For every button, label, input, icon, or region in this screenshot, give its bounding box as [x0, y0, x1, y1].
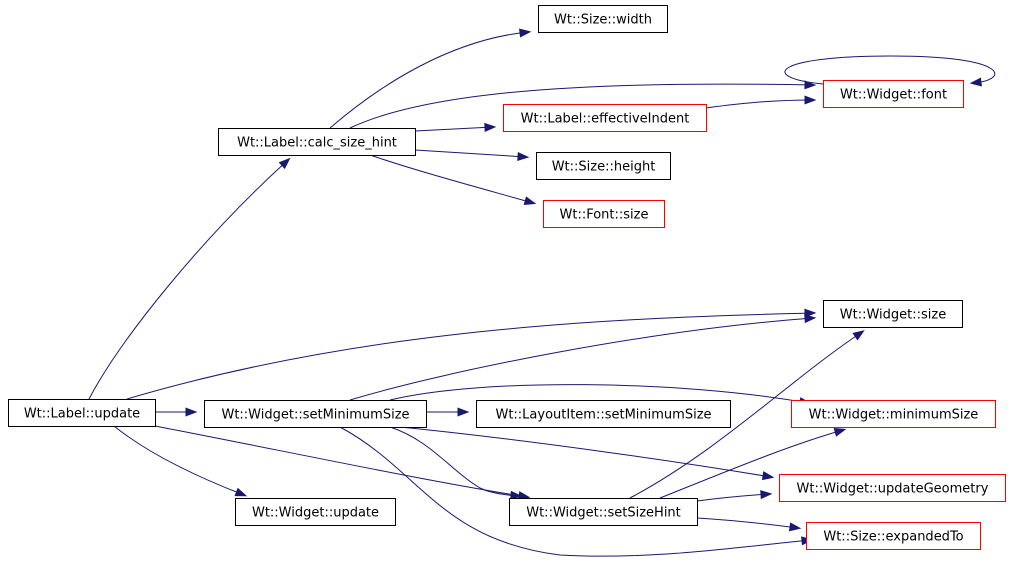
node-label-effective-indent-box: [503, 104, 707, 132]
node-widget-size-label: Wt::Widget::size: [840, 308, 946, 323]
node-widget-minimum-size-box: [791, 400, 996, 428]
edge-widget-set-minimum-size-to-widget-size: [349, 317, 814, 401]
node-label-effective-indent[interactable]: Wt::Label::effectiveIndent: [503, 104, 707, 132]
node-font-size-box: [543, 200, 665, 228]
edge-widget-set-minimum-size-to-layoutitem-set-minimum-size-arrowhead: [457, 407, 470, 417]
edge-label-calc-size-hint-to-widget-font: [349, 83, 814, 129]
nodes-layer: Wt::Label::update Wt::Label::calc_size_hi…: [8, 5, 1006, 550]
node-label-effective-indent-label: Wt::Label::effectiveIndent: [521, 112, 690, 127]
edge-label-calc-size-hint-to-size-width-arrowhead: [519, 28, 532, 38]
edge-label-update-to-label-calc-size-hint-arrowhead: [278, 157, 291, 170]
node-widget-update-geometry-label: Wt::Widget::updateGeometry: [797, 482, 989, 497]
edge-label-update-to-widget-set-minimum-size-arrowhead: [185, 407, 198, 417]
node-size-height-label: Wt::Size::height: [552, 160, 656, 175]
node-widget-set-size-hint-box: [509, 498, 698, 526]
edge-label-calc-size-hint-to-label-effective-indent-arrowhead: [484, 122, 497, 132]
edge-widget-set-size-hint-to-widget-minimum-size: [659, 429, 844, 499]
edge-label-update-to-widget-size: [126, 312, 814, 400]
edge-widget-set-minimum-size-to-widget-set-size-hint: [389, 426, 520, 497]
edge-widget-set-minimum-size-to-widget-update-geometry: [399, 426, 772, 478]
node-font-size[interactable]: Wt::Font::size: [543, 200, 665, 228]
edge-widget-set-size-hint-to-widget-update-geometry: [696, 493, 770, 502]
edges-layer: [88, 28, 996, 557]
node-label-update: Wt::Label::update: [8, 399, 156, 427]
edge-widget-font-to-widget-font-arrowhead: [969, 77, 982, 87]
node-size-height-box: [536, 152, 671, 180]
edge-label-effective-indent-to-widget-font: [705, 99, 814, 109]
node-size-width[interactable]: Wt::Size::width: [538, 5, 668, 33]
node-widget-update[interactable]: Wt::Widget::update: [235, 498, 396, 526]
edge-label-update-to-widget-update: [113, 425, 245, 496]
node-widget-font-box: [823, 80, 964, 108]
node-widget-font[interactable]: Wt::Widget::font: [823, 80, 964, 108]
node-label-calc-size-hint[interactable]: Wt::Label::calc_size_hint: [218, 128, 416, 156]
edge-widget-set-size-hint-to-widget-size: [629, 331, 863, 499]
edge-widget-set-minimum-size-to-widget-update-geometry-arrowhead: [761, 471, 775, 481]
edge-label-calc-size-hint-to-font-size-arrowhead: [523, 196, 537, 206]
edge-label-update-to-widget-set-size-hint: [154, 425, 528, 498]
edge-widget-font-to-widget-font: [784, 55, 996, 85]
node-widget-set-size-hint-label: Wt::Widget::setSizeHint: [526, 506, 681, 521]
node-widget-set-minimum-size-box: [204, 400, 427, 428]
node-label-update-box: [8, 399, 156, 427]
node-label-calc-size-hint-label: Wt::Label::calc_size_hint: [237, 136, 397, 151]
node-size-expanded-to-label: Wt::Size::expandedTo: [823, 530, 963, 545]
node-widget-minimum-size[interactable]: Wt::Widget::minimumSize: [791, 400, 996, 428]
edge-label-calc-size-hint-to-size-height-arrowhead: [517, 151, 530, 161]
node-widget-update-geometry[interactable]: Wt::Widget::updateGeometry: [779, 474, 1006, 502]
node-layoutitem-set-minimum-size[interactable]: Wt::LayoutItem::setMinimumSize: [476, 400, 731, 428]
node-widget-set-size-hint[interactable]: Wt::Widget::setSizeHint: [509, 498, 698, 526]
node-widget-size[interactable]: Wt::Widget::size: [823, 300, 963, 328]
edge-label-effective-indent-to-widget-font-arrowhead: [804, 95, 817, 105]
node-size-expanded-to[interactable]: Wt::Size::expandedTo: [806, 522, 981, 550]
node-widget-minimum-size-label: Wt::Widget::minimumSize: [809, 408, 979, 423]
node-layoutitem-set-minimum-size-box: [476, 400, 731, 428]
node-widget-size-box: [823, 300, 963, 328]
edge-widget-set-minimum-size-to-size-expanded-to: [339, 426, 811, 557]
edge-widget-set-size-hint-to-size-expanded-to: [696, 517, 799, 529]
node-widget-set-minimum-size[interactable]: Wt::Widget::setMinimumSize: [204, 400, 427, 428]
edge-label-update-to-widget-update-arrowhead: [234, 487, 248, 497]
node-label-calc-size-hint-box: [218, 128, 416, 156]
edge-label-calc-size-hint-to-size-width: [329, 31, 529, 129]
node-font-size-label: Wt::Font::size: [560, 208, 649, 223]
node-label-update-label: Wt::Label::update: [24, 407, 140, 422]
edge-widget-set-minimum-size-to-widget-minimum-size: [389, 384, 809, 404]
node-widget-update-geometry-box: [779, 474, 1006, 502]
node-widget-update-label: Wt::Widget::update: [252, 506, 379, 521]
edge-label-calc-size-hint-to-label-effective-indent: [414, 126, 494, 132]
edge-widget-set-size-hint-to-widget-size-arrowhead: [852, 330, 865, 341]
node-size-width-label: Wt::Size::width: [554, 13, 652, 28]
node-layoutitem-set-minimum-size-label: Wt::LayoutItem::setMinimumSize: [495, 408, 711, 423]
node-widget-font-label: Wt::Widget::font: [840, 88, 947, 103]
edge-widget-set-size-hint-to-size-expanded-to-arrowhead: [788, 522, 802, 532]
node-size-height[interactable]: Wt::Size::height: [536, 152, 671, 180]
node-widget-set-minimum-size-label: Wt::Widget::setMinimumSize: [221, 408, 409, 423]
edge-widget-set-minimum-size-to-widget-set-size-hint-arrowhead: [510, 490, 523, 500]
edge-label-calc-size-hint-to-font-size: [369, 154, 534, 204]
edge-label-calc-size-hint-to-widget-font-arrowhead: [804, 80, 817, 90]
edge-widget-set-size-hint-to-widget-update-geometry-arrowhead: [760, 490, 773, 500]
edge-widget-set-size-hint-to-widget-minimum-size-arrowhead: [833, 428, 847, 437]
node-size-expanded-to-box: [806, 522, 981, 550]
node-widget-update-box: [235, 498, 396, 526]
edge-label-calc-size-hint-to-size-height: [414, 149, 527, 158]
edge-label-update-to-label-calc-size-hint: [88, 159, 289, 400]
node-size-width-box: [538, 5, 668, 33]
edge-widget-set-minimum-size-to-widget-size-arrowhead: [804, 314, 817, 324]
